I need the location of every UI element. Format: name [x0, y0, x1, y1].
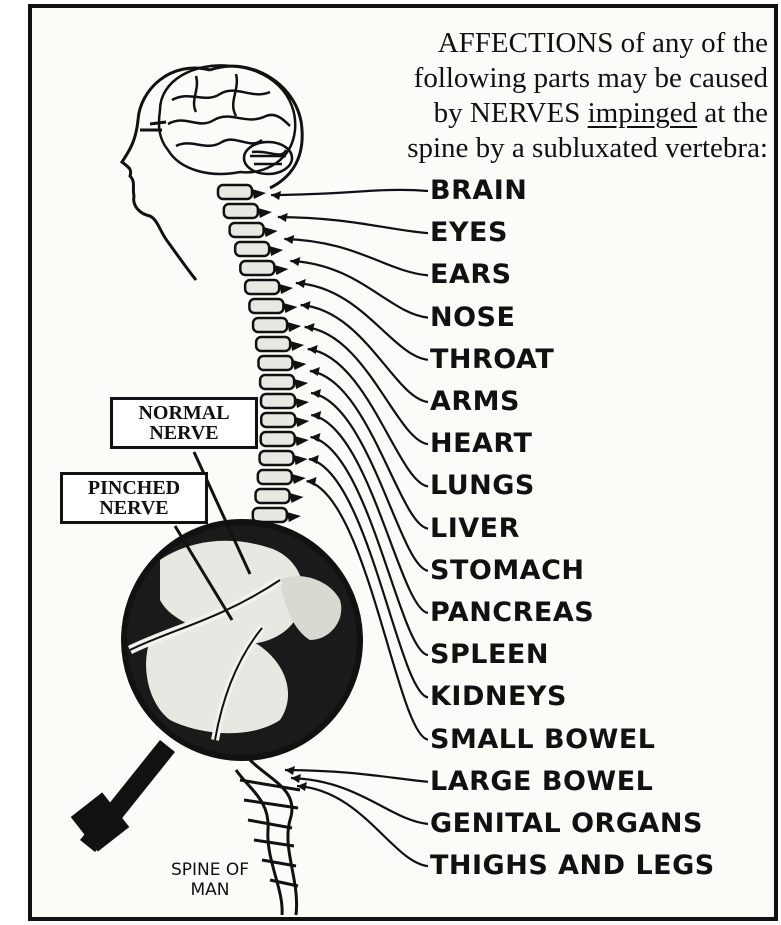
pinched-nerve-callout: PINCHED NERVE — [60, 472, 208, 524]
spine-drawing — [218, 185, 309, 541]
part-label-lungs: LUNGS — [430, 470, 535, 502]
vertebra — [261, 394, 295, 408]
nerve-arrowhead — [291, 774, 301, 783]
nerve-line — [308, 349, 428, 486]
vertebra-process — [292, 360, 306, 370]
vertebra-process — [295, 417, 309, 427]
nerve-line — [301, 305, 428, 402]
vertebra — [249, 299, 283, 313]
heading-text: AFFECTIONS of any of the following parts… — [318, 26, 768, 166]
heading-line-3-start: by NERVES — [434, 97, 588, 129]
part-label-spleen: SPLEEN — [430, 639, 549, 671]
spine-caption-line-1: SPINE OF — [140, 860, 280, 880]
vertebra — [253, 508, 287, 522]
pinched-nerve-line-2: NERVE — [69, 498, 199, 518]
vertebra — [253, 318, 287, 332]
nerve-arrowhead — [284, 235, 294, 244]
nerve-arrowhead — [308, 345, 318, 354]
part-label-brain: BRAIN — [430, 175, 527, 207]
vertebra — [224, 204, 258, 218]
vertebra — [260, 375, 294, 389]
vertebra-process — [287, 322, 301, 332]
vertebra — [258, 356, 292, 370]
part-label-kidneys: KIDNEYS — [430, 681, 567, 713]
vertebra — [261, 432, 295, 446]
nerve-arrowhead — [305, 323, 315, 332]
nerve-arrowhead — [278, 213, 288, 222]
vertebra-process — [264, 227, 278, 237]
part-label-small-bowel: SMALL BOWEL — [430, 724, 655, 756]
vertebra-process — [294, 455, 308, 465]
heading-line-1: AFFECTIONS of any of the — [318, 26, 768, 61]
vertebra — [235, 242, 269, 256]
pinched-nerve-line-1: PINCHED — [69, 478, 199, 498]
part-label-throat: THROAT — [430, 344, 554, 376]
part-label-eyes: EYES — [430, 217, 508, 249]
vertebra-process — [269, 246, 283, 256]
part-label-genital-organs: GENITAL ORGANS — [430, 808, 703, 840]
nerve-arrowhead — [285, 766, 295, 775]
nerve-line — [311, 393, 428, 571]
nerve-line — [310, 371, 428, 529]
vertebra — [218, 185, 252, 199]
nerve-arrowhead — [301, 301, 311, 310]
part-label-nose: NOSE — [430, 302, 515, 334]
vertebra-process — [290, 493, 304, 503]
nerve-line — [297, 786, 428, 866]
part-label-pancreas: PANCREAS — [430, 597, 594, 629]
vertebra-process — [279, 284, 293, 294]
nerve-line — [284, 239, 428, 275]
nerve-arrowhead — [271, 191, 281, 200]
part-label-stomach: STOMACH — [430, 555, 585, 587]
heading-line-4: spine by a subluxated vertebra: — [318, 131, 768, 166]
part-label-thighs-and-legs: THIGHS AND LEGS — [430, 850, 715, 882]
vertebra-process — [252, 189, 266, 199]
part-label-ears: EARS — [430, 259, 512, 291]
vertebra-process — [294, 379, 308, 389]
vertebra-process — [295, 436, 309, 446]
vertebra — [245, 280, 279, 294]
vertebra — [261, 413, 295, 427]
heading-line-2: following parts may be caused — [318, 61, 768, 96]
heading-line-3-end: at the — [697, 97, 768, 129]
vertebra — [260, 451, 294, 465]
spine-caption: SPINE OF MAN — [140, 860, 280, 900]
vertebra-process — [283, 303, 297, 313]
part-label-liver: LIVER — [430, 513, 520, 545]
vertebra-process — [292, 474, 306, 484]
normal-nerve-callout: NORMAL NERVE — [110, 397, 258, 449]
nerve-arrowhead — [310, 367, 320, 376]
spine-caption-line-2: MAN — [140, 880, 280, 900]
heading-line-3: by NERVES impinged at the — [318, 96, 768, 131]
normal-nerve-line-2: NERVE — [119, 423, 249, 443]
vertebra — [240, 261, 274, 275]
vertebra-process — [290, 341, 304, 351]
nerve-line — [291, 778, 428, 824]
nerve-lines — [271, 190, 428, 866]
vertebra-process — [274, 265, 288, 275]
vertebra-process — [258, 208, 272, 218]
nerve-arrowhead — [290, 257, 300, 266]
nerve-line — [278, 217, 428, 233]
vertebra — [258, 470, 292, 484]
part-label-heart: HEART — [430, 428, 532, 460]
vertebra — [256, 489, 290, 503]
vertebra — [230, 223, 264, 237]
heading-underlined-word: impinged — [588, 97, 698, 129]
nerve-arrowhead — [296, 279, 306, 288]
brain-drawing — [159, 65, 295, 174]
face-details — [140, 122, 166, 130]
part-label-arms: ARMS — [430, 386, 520, 418]
vertebra-process — [295, 398, 309, 408]
nerve-line — [271, 190, 428, 195]
vertebra — [256, 337, 290, 351]
normal-nerve-line-1: NORMAL — [119, 403, 249, 423]
part-label-large-bowel: LARGE BOWEL — [430, 766, 653, 798]
vertebra-process — [287, 512, 301, 522]
